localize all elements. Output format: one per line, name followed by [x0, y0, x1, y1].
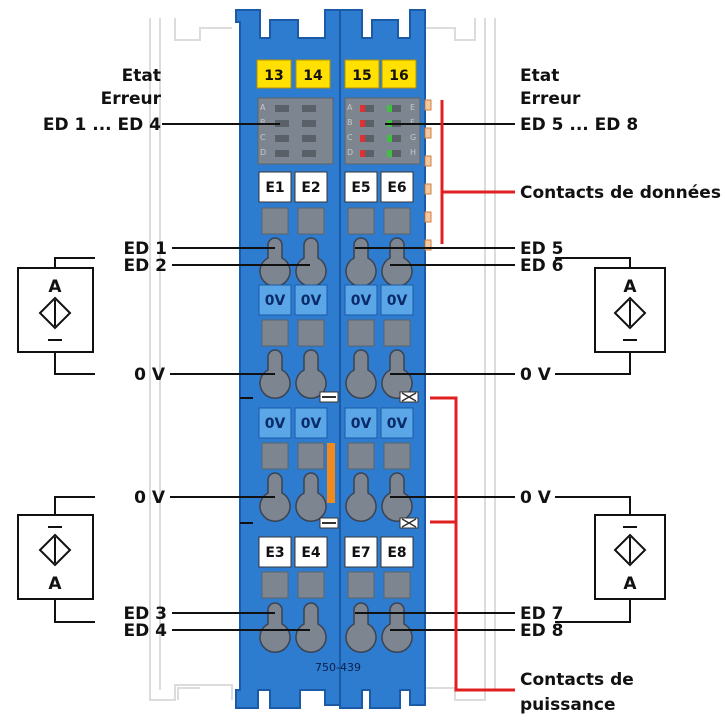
label-ed1-4: ED 1 ... ED 4: [43, 115, 161, 135]
svg-text:0V: 0V: [387, 293, 408, 309]
led-panel-right: A B C D E F G H: [344, 97, 421, 165]
io-module: 13 14 15 16 A B C D A B C D E F G H: [235, 9, 432, 709]
svg-text:E4: E4: [301, 545, 321, 561]
label-erreur-left: Erreur: [101, 89, 162, 109]
sensor-bottom-left: A: [17, 496, 95, 623]
label-ed3: ED 3: [124, 604, 167, 624]
zero-v-tags-row1: 0V 0V 0V 0V: [258, 284, 414, 316]
label-ed2: ED 2: [124, 256, 167, 276]
leader-lines-left: [162, 123, 310, 631]
input-tag-e1: E1: [258, 171, 292, 203]
svg-text:0V: 0V: [301, 293, 322, 309]
power-jumper-top: [319, 391, 419, 403]
orange-release-strip: [327, 443, 335, 503]
svg-text:E3: E3: [265, 545, 284, 561]
input-tag-e6: E6: [380, 171, 414, 203]
data-contacts-bracket: [440, 100, 515, 244]
label-ed5: ED 5: [520, 239, 563, 259]
svg-text:D: D: [347, 148, 353, 157]
clamps-row1: [259, 237, 413, 287]
svg-text:0V: 0V: [301, 416, 322, 432]
label-0v-right-bottom: 0 V: [520, 488, 552, 508]
label-power-contacts-line2: puissance: [520, 695, 616, 715]
svg-text:A: A: [48, 277, 62, 297]
label-0v-left-top: 0 V: [134, 365, 166, 385]
svg-text:0V: 0V: [265, 293, 286, 309]
label-0v-left-bottom: 0 V: [134, 488, 166, 508]
channel-tag-16: 16: [381, 59, 417, 89]
svg-text:E: E: [410, 103, 415, 112]
sensor-bottom-right: A: [555, 496, 666, 623]
input-tag-e8: E8: [380, 536, 414, 568]
power-contacts-bracket: [430, 396, 515, 692]
channel-tag-14: 14: [295, 59, 331, 89]
svg-text:0V: 0V: [351, 293, 372, 309]
contact-windows-row2: [261, 319, 411, 347]
svg-text:E1: E1: [265, 180, 284, 196]
label-etat-left: Etat: [122, 66, 161, 86]
svg-text:13: 13: [264, 68, 283, 84]
part-number: 750-439: [315, 661, 361, 674]
data-contacts: [424, 99, 432, 251]
label-ed6: ED 6: [520, 256, 563, 276]
svg-text:0V: 0V: [387, 416, 408, 432]
led-green: [387, 105, 392, 112]
svg-text:14: 14: [303, 68, 323, 84]
svg-text:0V: 0V: [265, 416, 286, 432]
label-ed4: ED 4: [124, 621, 168, 641]
label-ed5-8: ED 5 ... ED 8: [520, 115, 638, 135]
label-erreur-right: Erreur: [520, 89, 581, 109]
ghost-neighbour-modules: [149, 18, 496, 701]
label-power-contacts-line1: Contacts de: [520, 670, 634, 690]
label-ed7: ED 7: [520, 604, 563, 624]
label-0v-right-top: 0 V: [520, 365, 552, 385]
svg-text:E8: E8: [387, 545, 406, 561]
input-tag-e3: E3: [258, 536, 292, 568]
svg-text:E2: E2: [301, 180, 320, 196]
svg-text:0V: 0V: [351, 416, 372, 432]
sensor-top-left: A: [17, 257, 95, 375]
label-ed1: ED 1: [124, 239, 167, 259]
contact-windows-row3: [261, 442, 411, 470]
sensor-top-right: A: [555, 257, 666, 375]
channel-tag-15: 15: [344, 59, 380, 89]
label-etat-right: Etat: [520, 66, 559, 86]
svg-text:D: D: [260, 148, 266, 157]
channel-tag-13: 13: [256, 59, 292, 89]
svg-text:A: A: [48, 574, 62, 594]
svg-text:E5: E5: [351, 180, 370, 196]
input-tag-e2: E2: [294, 171, 328, 203]
power-jumper-bottom: [319, 517, 419, 529]
svg-text:16: 16: [389, 68, 408, 84]
svg-text:A: A: [260, 103, 266, 112]
svg-text:A: A: [623, 277, 637, 297]
contact-windows-row1: [261, 207, 411, 235]
svg-text:15: 15: [352, 68, 371, 84]
svg-text:F: F: [410, 118, 415, 127]
label-ed8: ED 8: [520, 621, 563, 641]
svg-text:G: G: [410, 133, 416, 142]
contact-windows-row4: [261, 571, 411, 599]
svg-text:B: B: [260, 118, 266, 127]
input-tag-e5: E5: [344, 171, 378, 203]
zero-v-tags-row2: 0V 0V 0V 0V: [258, 407, 414, 439]
led-red: [360, 105, 365, 112]
svg-text:H: H: [410, 148, 416, 157]
leader-lines-right: [355, 123, 515, 631]
input-tag-e4: E4: [294, 536, 328, 568]
svg-text:C: C: [347, 133, 353, 142]
svg-text:A: A: [623, 574, 637, 594]
clamps-row4: [259, 602, 413, 653]
svg-text:B: B: [347, 118, 353, 127]
input-tag-e7: E7: [344, 536, 378, 568]
label-data-contacts: Contacts de données: [520, 183, 721, 203]
svg-text:A: A: [347, 103, 353, 112]
svg-text:E6: E6: [387, 180, 406, 196]
led-panel-left: A B C D: [257, 97, 334, 165]
svg-text:E7: E7: [351, 545, 370, 561]
svg-text:C: C: [260, 133, 266, 142]
